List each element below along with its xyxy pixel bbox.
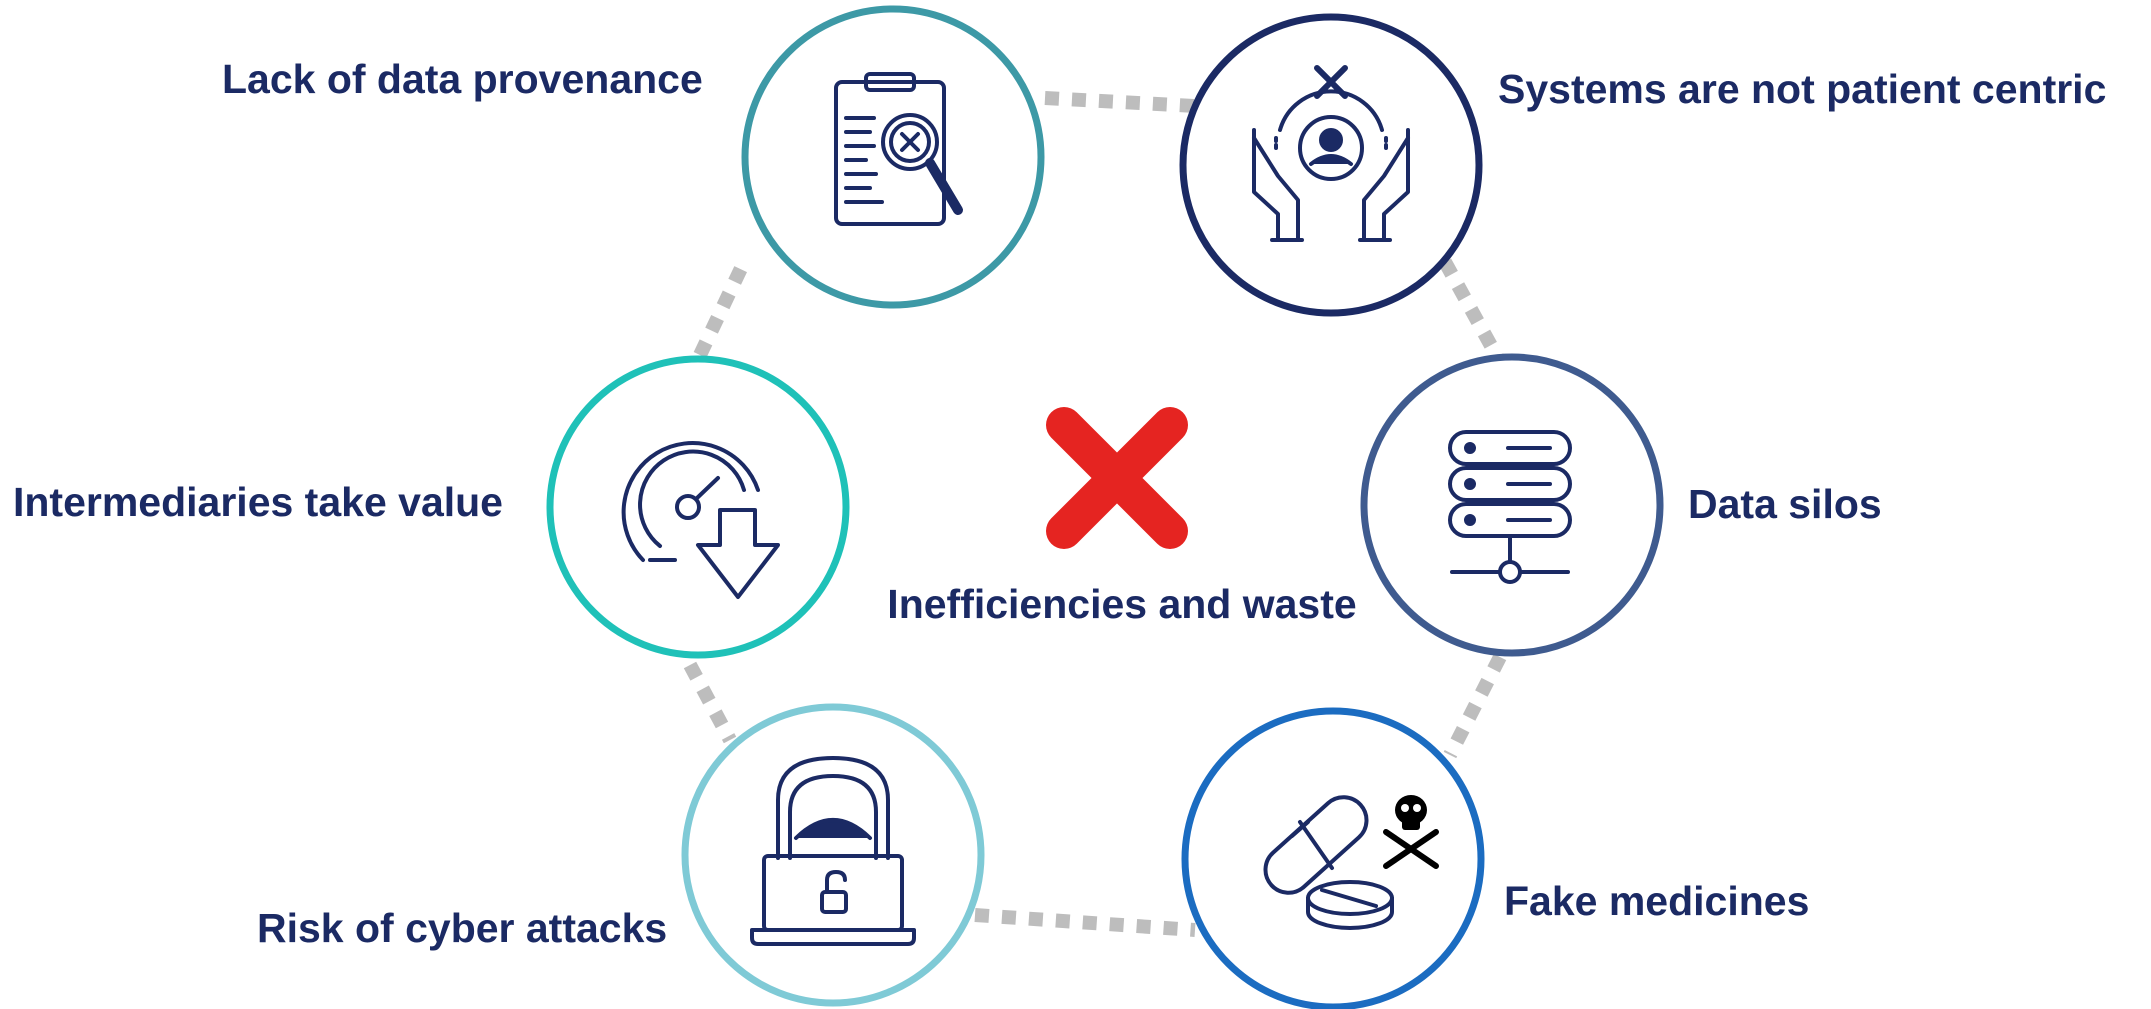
node-circle-provenance <box>741 5 1045 309</box>
label-patient: Systems are not patient centric <box>1498 66 2107 112</box>
label-fake: Fake medicines <box>1504 878 1810 924</box>
clipboard-search-x-icon <box>834 72 963 226</box>
node-circle-patient <box>1179 13 1483 317</box>
label-cyber: Risk of cyber attacks <box>257 905 668 951</box>
pills-skull-icon <box>1263 795 1439 930</box>
label-intermediaries: Intermediaries take value <box>13 479 503 525</box>
hands-patient-icon <box>1252 65 1410 242</box>
server-stack-icon <box>1448 430 1572 584</box>
dotted-ring <box>683 91 1507 937</box>
gauge-down-icon <box>621 441 780 599</box>
center-label: Inefficiencies and waste <box>887 581 1357 627</box>
red-x-icon <box>1046 407 1188 549</box>
hacker-laptop-icon <box>750 756 916 946</box>
label-silos: Data silos <box>1688 481 1882 527</box>
label-provenance: Lack of data provenance <box>222 56 703 102</box>
